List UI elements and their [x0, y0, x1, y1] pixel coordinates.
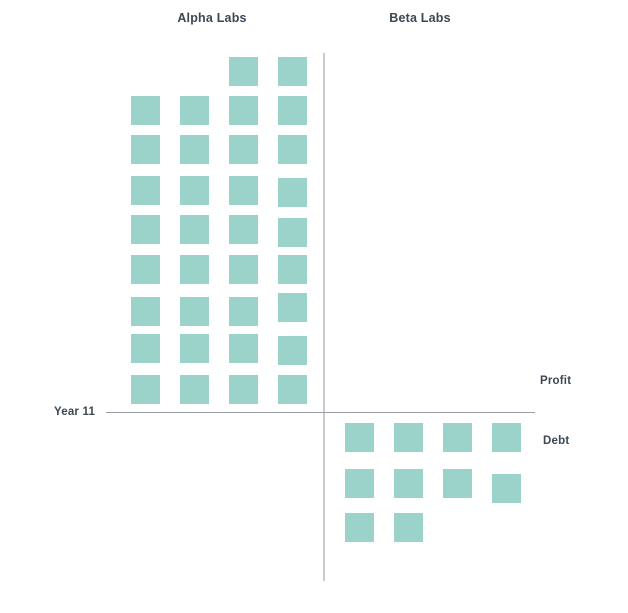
debt-cell — [345, 423, 374, 452]
debt-cell — [345, 469, 374, 498]
debt-cell — [394, 513, 423, 542]
row-label-year: Year 11 — [54, 406, 96, 418]
profit-cell — [180, 215, 209, 244]
profit-cell — [131, 334, 160, 363]
profit-cell — [278, 57, 307, 86]
debt-cell — [492, 423, 521, 452]
vertical-divider-line — [323, 53, 325, 581]
column-header-beta-labs: Beta Labs — [389, 11, 451, 25]
profit-cell — [278, 135, 307, 164]
profit-cell — [229, 215, 258, 244]
debt-cell — [394, 469, 423, 498]
profit-cell — [131, 176, 160, 205]
debt-cell — [345, 513, 374, 542]
profit-cell — [229, 297, 258, 326]
legend-label-debt: Debt — [543, 435, 570, 447]
profit-cell — [131, 215, 160, 244]
column-header-alpha-labs: Alpha Labs — [177, 11, 247, 25]
debt-cell — [443, 423, 472, 452]
profit-cell — [180, 297, 209, 326]
profit-cell — [229, 176, 258, 205]
profit-cell — [180, 135, 209, 164]
profit-cell — [278, 375, 307, 404]
profit-cell — [278, 293, 307, 322]
profit-cell — [180, 96, 209, 125]
profit-cell — [131, 255, 160, 284]
horizontal-baseline-axis — [106, 412, 535, 413]
debt-cell — [492, 474, 521, 503]
profit-cell — [180, 334, 209, 363]
profit-cell — [180, 375, 209, 404]
profit-cell — [278, 96, 307, 125]
profit-cell — [131, 375, 160, 404]
debt-cell — [394, 423, 423, 452]
profit-cell — [180, 255, 209, 284]
profit-cell — [278, 336, 307, 365]
profit-cell — [278, 218, 307, 247]
profit-cell — [278, 178, 307, 207]
profit-cell — [131, 297, 160, 326]
profit-cell — [229, 375, 258, 404]
debt-cell — [443, 469, 472, 498]
profit-cell — [229, 96, 258, 125]
profit-cell — [229, 255, 258, 284]
profit-cell — [180, 176, 209, 205]
legend-label-profit: Profit — [540, 375, 572, 387]
profit-cell — [131, 135, 160, 164]
profit-cell — [229, 135, 258, 164]
profit-cell — [278, 255, 307, 284]
profit-cell — [229, 57, 258, 86]
profit-cell — [131, 96, 160, 125]
profit-cell — [229, 334, 258, 363]
